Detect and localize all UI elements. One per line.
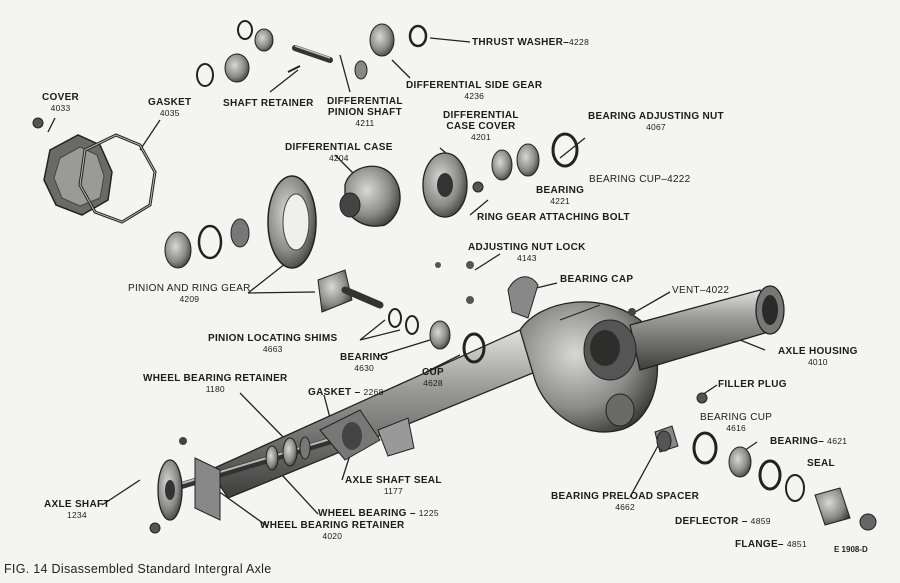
label-thrust-washer: THRUST WASHER–4228 (472, 37, 590, 48)
label-axle-housing: AXLE HOUSING 4010 (778, 346, 858, 367)
differential-case-cover-part (422, 152, 484, 218)
label-wheel-bearing: WHEEL BEARING – 1225 (318, 508, 439, 519)
side-bearing-parts (491, 132, 579, 181)
differential-gear-parts (196, 20, 428, 87)
label-flange: FLANGE– 4851 (735, 539, 807, 550)
axle-shaft-seal-part (319, 409, 415, 461)
label-diff-case-cover: DIFFERENTIAL CASE COVER 4201 (443, 110, 519, 142)
filler-plug-part (696, 392, 708, 404)
figure-caption: FIG. 14 Disassembled Standard Intergral … (4, 562, 272, 576)
axle-housing-part (209, 285, 785, 499)
label-gasket-2268: GASKET – 2268 (308, 387, 384, 398)
label-deflector: DEFLECTOR – 4859 (675, 516, 771, 527)
label-wheel-bearing-retainer-top: WHEEL BEARING RETAINER 1180 (143, 373, 288, 394)
pinion-bearing-parts (164, 218, 250, 269)
label-pinion-locating-shims: PINION LOCATING SHIMS 4663 (208, 333, 338, 354)
cover-part (32, 117, 113, 216)
label-shaft-retainer: SHAFT RETAINER (223, 98, 314, 109)
label-differential-case: DIFFERENTIAL CASE 4204 (285, 142, 393, 163)
gasket-part (78, 133, 157, 224)
bearing-cap-part (435, 261, 539, 319)
label-gasket: GASKET 4035 (148, 97, 192, 118)
bearing-preload-spacer-part (654, 425, 679, 453)
axle-shaft-part (149, 434, 344, 534)
figure-code: E 1908-D (834, 545, 868, 554)
label-ring-gear-attaching-bolt: RING GEAR ATTACHING BOLT (477, 212, 630, 223)
label-bearing-cup-4222: BEARING CUP–4222 (589, 174, 691, 185)
label-bearing-preload-spacer: BEARING PRELOAD SPACER 4662 (551, 491, 700, 512)
vent-part (628, 308, 636, 316)
label-bearing-4621: BEARING– 4621 (770, 436, 848, 447)
label-axle-shaft: AXLE SHAFT 1234 (44, 499, 110, 520)
label-axle-shaft-seal: AXLE SHAFT SEAL 1177 (345, 475, 442, 496)
label-bearing-4630: BEARING 4630 (340, 352, 389, 373)
wheel-bearing-parts (265, 436, 311, 471)
label-bearing-adjusting-nut: BEARING ADJUSTING NUT 4067 (588, 111, 724, 132)
label-cup-4628: CUP 4628 (422, 367, 445, 388)
label-filler-plug: FILLER PLUG (718, 379, 787, 390)
label-adjusting-nut-lock: ADJUSTING NUT LOCK 4143 (468, 242, 586, 263)
label-wheel-bearing-retainer-bottom: WHEEL BEARING RETAINER 4020 (260, 520, 405, 541)
label-diff-pinion-shaft: DIFFERENTIAL PINION SHAFT 4211 (327, 96, 403, 128)
label-bearing-cap: BEARING CAP (560, 274, 634, 285)
label-bearing-4221: BEARING 4221 (536, 185, 585, 206)
label-pinion-ring-gear: PINION AND RING GEAR 4209 (128, 283, 251, 304)
pinion-shim-parts (388, 308, 486, 364)
pinion-gear-part (317, 269, 384, 313)
label-seal: SEAL (807, 458, 835, 469)
differential-case-part (339, 165, 401, 227)
label-cover: COVER 4033 (42, 92, 80, 113)
label-diff-side-gear: DIFFERENTIAL SIDE GEAR 4236 (406, 80, 543, 101)
label-vent: VENT–4022 (672, 285, 730, 296)
outer-pinion-parts (692, 431, 877, 531)
label-bearing-cup-4616: BEARING CUP 4616 (700, 412, 773, 433)
ring-gear-part (267, 175, 317, 269)
